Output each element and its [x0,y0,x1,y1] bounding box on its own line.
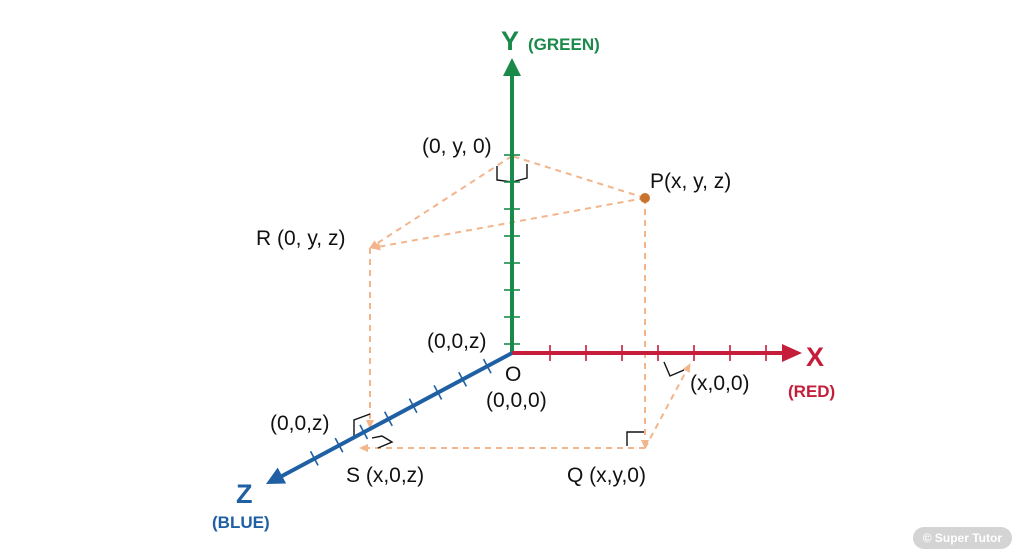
x-axis-color-label: (RED) [788,382,835,401]
origin-coords-label: (0,0,0) [486,389,547,412]
z-axis-tick [458,371,468,387]
y-axis-arrowhead [503,58,521,76]
point-r-label: R (0, y, z) [256,227,345,250]
axes [266,58,802,484]
x-axis-letter: X [806,342,824,372]
point-on-x-label: (x,0,0) [690,372,750,395]
point-p-dot [640,193,650,203]
z-axis-tick [334,437,344,453]
right-angle-q [626,431,644,446]
z-axis-tick [383,411,393,427]
projection-p-to-y [511,155,646,199]
point-on-y-label: (0, y, 0) [422,135,492,158]
x-axis-arrowhead [782,344,802,362]
z-axis-color-label: (BLUE) [212,513,270,532]
projection-y-to-r [369,155,513,249]
right-angle-z [353,413,394,449]
origin-name-label: O [505,363,521,386]
z-axis-line [281,351,513,478]
z-axis-tick [433,385,443,400]
z-axis-letter: Z [236,479,253,509]
watermark: © Super Tutor [912,527,1012,549]
y-axis-color-label: (GREEN) [528,35,600,54]
z-axis-tick [359,424,369,440]
projection-lines [359,155,691,452]
point-p-label: P(x, y, z) [650,170,731,193]
point-q-label: Q (x,y,0) [567,464,646,487]
z-axis-tick [408,398,418,414]
z-axis-tick [309,450,319,466]
point-s-label: S (x,0,z) [346,464,424,487]
z-axis-arrowhead [266,467,287,484]
projection-q-to-x [644,363,691,449]
point-on-z-lower-label: (0,0,z) [270,412,330,435]
projection-p-to-r [371,197,646,251]
y-axis-letter: Y [501,26,519,56]
right-angle-x [663,361,685,377]
z-axis-tick [482,358,492,374]
point-on-z-upper-label: (0,0,z) [427,330,487,353]
